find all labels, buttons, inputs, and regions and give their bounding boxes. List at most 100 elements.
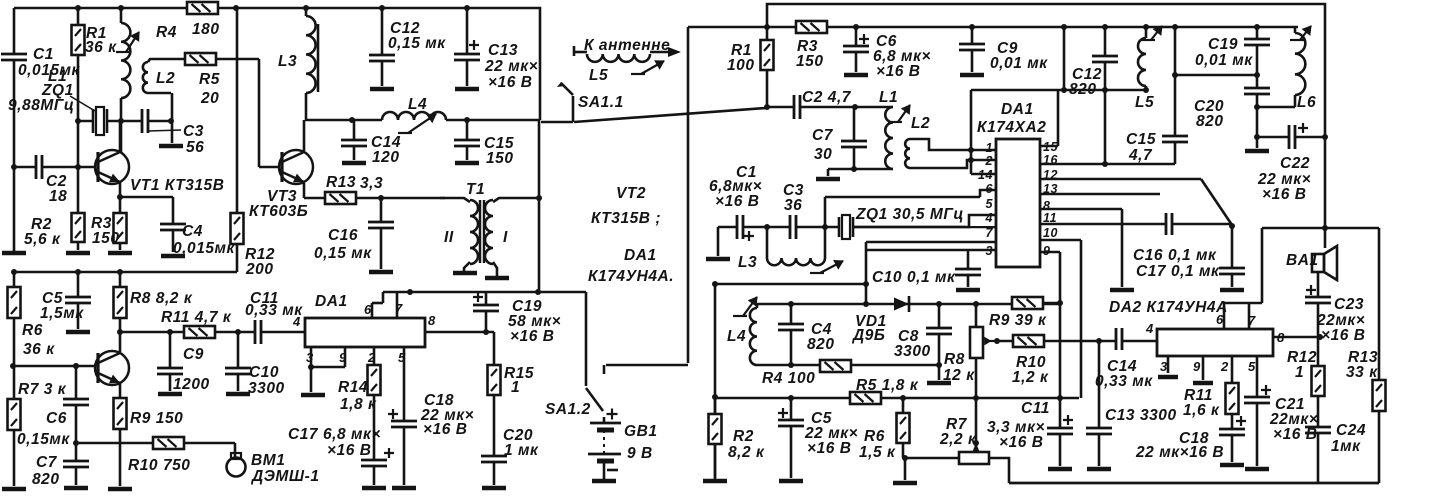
svg-text:C20: C20	[1194, 98, 1224, 115]
svg-text:9: 9	[339, 350, 347, 365]
svg-text:R13: R13	[1348, 349, 1378, 366]
svg-text:ZQ1 30,5 МГц: ZQ1 30,5 МГц	[855, 206, 964, 223]
svg-text:C11: C11	[250, 290, 279, 307]
svg-text:22мк×: 22мк×	[1316, 312, 1365, 329]
svg-text:2: 2	[367, 350, 376, 365]
svg-text:36: 36	[784, 197, 802, 214]
svg-text:×16 В: ×16 В	[1262, 186, 1307, 203]
svg-text:C11: C11	[1021, 400, 1050, 417]
svg-text:R6: R6	[22, 322, 43, 339]
svg-text:R1: R1	[731, 42, 752, 59]
svg-text:C1: C1	[736, 164, 757, 181]
svg-text:150: 150	[486, 150, 514, 167]
svg-text:C2: C2	[46, 173, 67, 190]
svg-text:6,8мк×: 6,8мк×	[709, 178, 762, 195]
svg-text:R5: R5	[199, 71, 220, 88]
svg-text:1,2 к: 1,2 к	[1012, 369, 1049, 386]
svg-text:C16 0,1 мк: C16 0,1 мк	[1133, 247, 1217, 264]
svg-text:C17 0,1 мк: C17 0,1 мк	[1136, 263, 1220, 280]
svg-text:L5: L5	[1135, 94, 1154, 111]
svg-text:3,3 мк×: 3,3 мк×	[987, 419, 1045, 436]
svg-text:1,8 к: 1,8 к	[340, 396, 377, 413]
svg-text:C19: C19	[1208, 36, 1238, 53]
svg-text:R2: R2	[31, 216, 52, 233]
svg-text:820: 820	[807, 336, 835, 353]
svg-text:КТ315В ;: КТ315В ;	[591, 210, 661, 227]
svg-text:R15: R15	[504, 365, 534, 382]
svg-text:VT1 КТ315В: VT1 КТ315В	[130, 177, 224, 194]
svg-text:×16 В: ×16 В	[876, 63, 921, 80]
svg-text:×16 В: ×16 В	[1273, 426, 1318, 443]
svg-text:9,88МГц: 9,88МГц	[8, 97, 74, 114]
svg-text:C2 4,7: C2 4,7	[802, 89, 852, 106]
svg-text:C13: C13	[488, 42, 518, 59]
svg-text:22 мк×16 В: 22 мк×16 В	[1135, 444, 1224, 461]
svg-text:2: 2	[1220, 359, 1229, 374]
svg-text:×16 В: ×16 В	[327, 442, 372, 459]
svg-text:C16: C16	[328, 227, 358, 244]
svg-text:12: 12	[1043, 168, 1058, 182]
svg-text:R2: R2	[733, 428, 754, 445]
svg-text:C10: C10	[249, 364, 279, 381]
svg-text:3300: 3300	[894, 343, 931, 360]
svg-text:180: 180	[192, 21, 220, 38]
svg-text:C3: C3	[783, 182, 804, 199]
svg-text:C13 3300: C13 3300	[1105, 407, 1177, 424]
svg-text:R4: R4	[156, 24, 177, 41]
svg-text:9: 9	[1193, 359, 1201, 374]
svg-text:56: 56	[186, 139, 204, 156]
svg-text:36 к: 36 к	[23, 341, 55, 358]
svg-text:820: 820	[1196, 113, 1224, 130]
svg-text:C19: C19	[512, 298, 542, 315]
svg-text:К174УН4А.: К174УН4А.	[588, 268, 674, 285]
svg-text:7: 7	[985, 226, 993, 240]
svg-text:C15: C15	[1126, 131, 1156, 148]
svg-text:C7: C7	[36, 454, 58, 471]
svg-text:L3: L3	[278, 53, 297, 70]
svg-text:R11: R11	[1184, 387, 1213, 404]
svg-text:R12: R12	[245, 246, 275, 263]
svg-text:C6: C6	[876, 33, 897, 50]
svg-text:R3: R3	[91, 215, 112, 232]
svg-text:15: 15	[1043, 140, 1059, 154]
svg-text:4: 4	[1145, 321, 1154, 336]
svg-text:L1: L1	[48, 68, 67, 85]
svg-text:3: 3	[306, 350, 314, 365]
svg-text:5: 5	[985, 197, 993, 211]
svg-text:R11 4,7 к: R11 4,7 к	[161, 309, 232, 326]
svg-text:150: 150	[92, 230, 120, 247]
svg-text:1200: 1200	[173, 376, 210, 393]
svg-text:7: 7	[1248, 313, 1256, 328]
svg-text:VT3: VT3	[267, 188, 297, 205]
svg-text:R13: R13	[326, 174, 356, 191]
svg-text:7: 7	[395, 301, 403, 316]
svg-text:5: 5	[398, 350, 406, 365]
svg-text:4: 4	[984, 211, 993, 225]
svg-text:58 мк×: 58 мк×	[508, 313, 561, 330]
svg-text:6: 6	[1216, 312, 1224, 327]
svg-text:3,3: 3,3	[360, 175, 383, 192]
svg-text:12 к: 12 к	[943, 367, 975, 384]
svg-text:C17 6,8 мк×: C17 6,8 мк×	[288, 426, 381, 443]
svg-text:6: 6	[364, 302, 372, 317]
svg-text:R1: R1	[86, 25, 107, 42]
svg-text:0,33 мк: 0,33 мк	[245, 302, 303, 319]
svg-text:1,5мк: 1,5мк	[40, 305, 84, 322]
svg-text:C1: C1	[33, 46, 54, 63]
svg-text:×16 В: ×16 В	[999, 434, 1044, 451]
svg-text:2,2 к: 2,2 к	[939, 431, 977, 448]
svg-text:1: 1	[985, 141, 993, 155]
svg-text:BA1: BA1	[1286, 252, 1319, 269]
svg-text:T1: T1	[466, 181, 485, 198]
svg-text:C8: C8	[898, 328, 919, 345]
svg-text:8: 8	[1277, 330, 1285, 345]
svg-text:820: 820	[1069, 81, 1097, 98]
svg-text:11: 11	[1043, 211, 1057, 225]
svg-text:9: 9	[1043, 244, 1051, 258]
svg-text:C6: C6	[46, 410, 67, 427]
svg-text:GB1: GB1	[624, 423, 658, 440]
svg-text:6: 6	[985, 182, 993, 196]
svg-text:C18: C18	[1179, 430, 1209, 447]
svg-text:100: 100	[727, 57, 755, 74]
svg-text:5: 5	[1248, 359, 1256, 374]
